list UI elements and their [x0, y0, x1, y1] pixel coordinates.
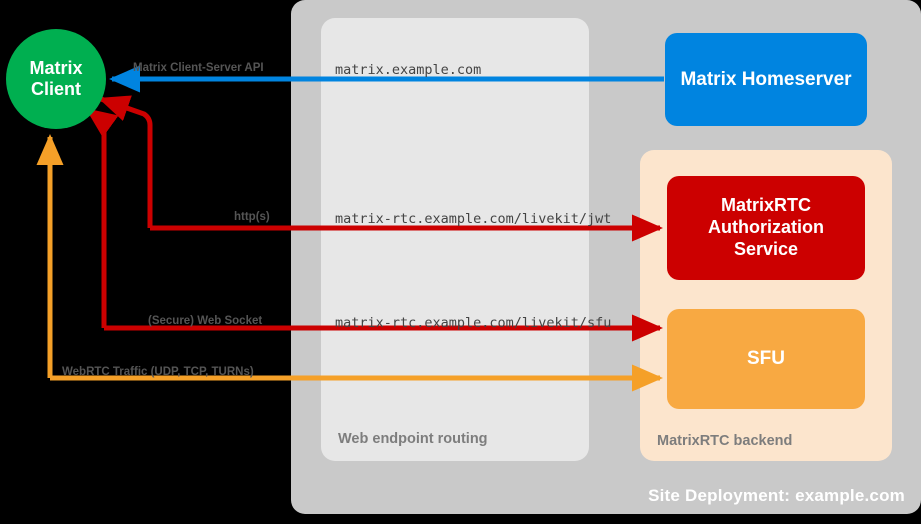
node-matrixrtc-authorization-service[interactable]: MatrixRTC Authorization Service	[667, 176, 865, 280]
auth-service-label-line3: Service	[733, 238, 799, 259]
node-sfu[interactable]: SFU	[667, 309, 865, 409]
edge-label-client-server-api: Matrix Client-Server API	[133, 62, 264, 74]
endpoint-url-livekit-jwt: matrix-rtc.example.com/livekit/jwt	[335, 211, 612, 227]
web-endpoint-routing-container: Web endpoint routing	[321, 18, 589, 461]
matrix-client-label-line1: Matrix	[29, 57, 83, 78]
endpoint-url-matrix: matrix.example.com	[335, 62, 482, 78]
node-matrix-homeserver[interactable]: Matrix Homeserver	[665, 33, 867, 126]
endpoint-url-livekit-sfu: matrix-rtc.example.com/livekit/sfu	[335, 315, 612, 331]
arrow-http-s-return-to-client	[98, 95, 153, 228]
matrix-homeserver-label: Matrix Homeserver	[680, 68, 852, 90]
edge-label-http-s: http(s)	[234, 211, 270, 223]
sfu-label: SFU	[747, 348, 785, 370]
web-endpoint-routing-label: Web endpoint routing	[338, 431, 488, 447]
edge-label-webrtc-traffic: WebRTC Traffic (UDP, TCP, TURNs)	[62, 366, 254, 378]
node-matrix-client[interactable]: Matrix Client	[6, 29, 106, 129]
auth-service-label-line2: Authorization	[708, 217, 824, 238]
auth-service-label-line1: MatrixRTC	[720, 195, 811, 216]
auth-service-label: MatrixRTC Authorization Service	[708, 195, 824, 261]
edge-label-secure-web-socket: (Secure) Web Socket	[148, 315, 263, 327]
site-deployment-label: Site Deployment: example.com	[648, 486, 905, 505]
matrix-client-label-line2: Client	[30, 79, 81, 99]
arrow-web-socket-return-to-client	[85, 107, 119, 328]
matrixrtc-backend-label: MatrixRTC backend	[657, 433, 793, 449]
